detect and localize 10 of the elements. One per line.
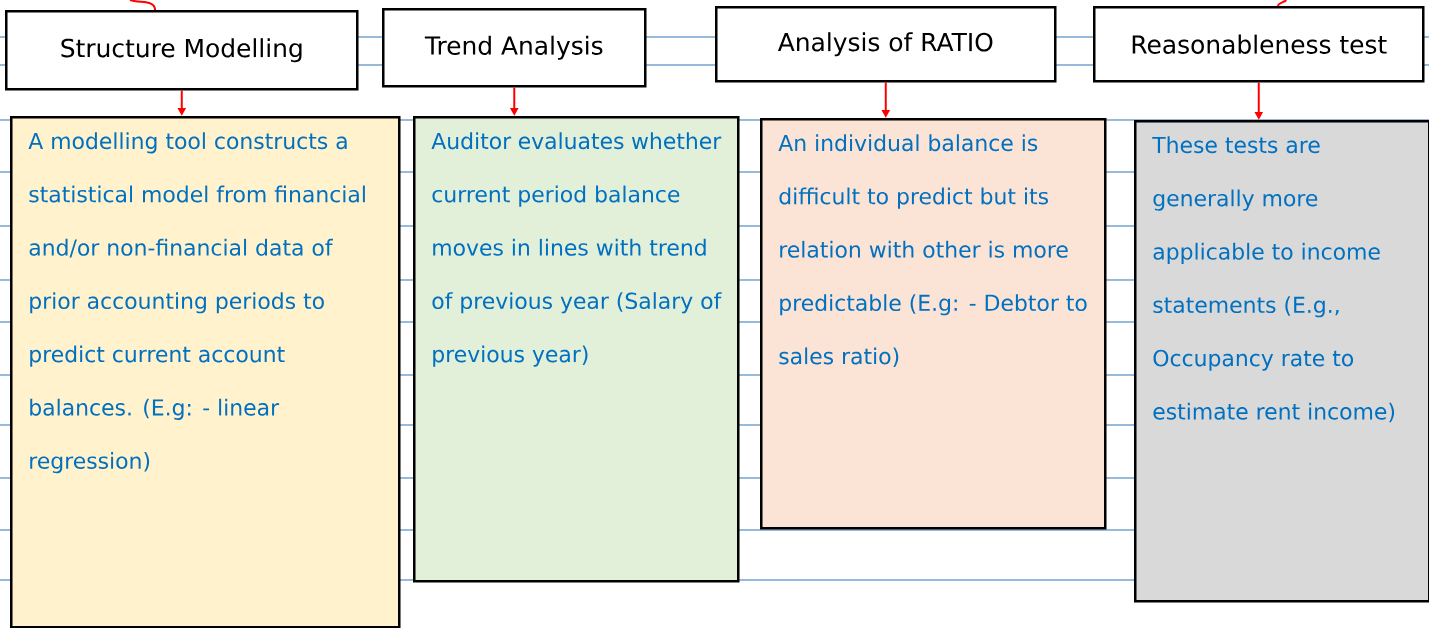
text-box: A modelling tool constructs a statistical model from financial and/or non-financial data of prior accounting periods to predict current account balances. (E.g: - linear regression) (10, 116, 401, 628)
text-box: These tests are generally more applicable to income statements (E.g., Occupancy rate to estimate rent income) (1134, 120, 1429, 603)
heading-box: Structure Modelling (5, 10, 359, 91)
heading-box: Trend Analysis (382, 8, 647, 88)
text-box: Auditor evaluates whether current period balance moves in lines with trend of previous year (Salary of previous year) (413, 116, 740, 583)
curved-line (1277, 0, 1287, 7)
curved-line (129, 0, 156, 11)
text-box: An individual balance is difficult to predict but its relation with other is more predictable (E.g: - Debtor to sales ratio) (760, 118, 1107, 530)
heading-box: Reasonableness test (1093, 6, 1425, 83)
heading-box: Analysis of RATIO (715, 6, 1057, 83)
